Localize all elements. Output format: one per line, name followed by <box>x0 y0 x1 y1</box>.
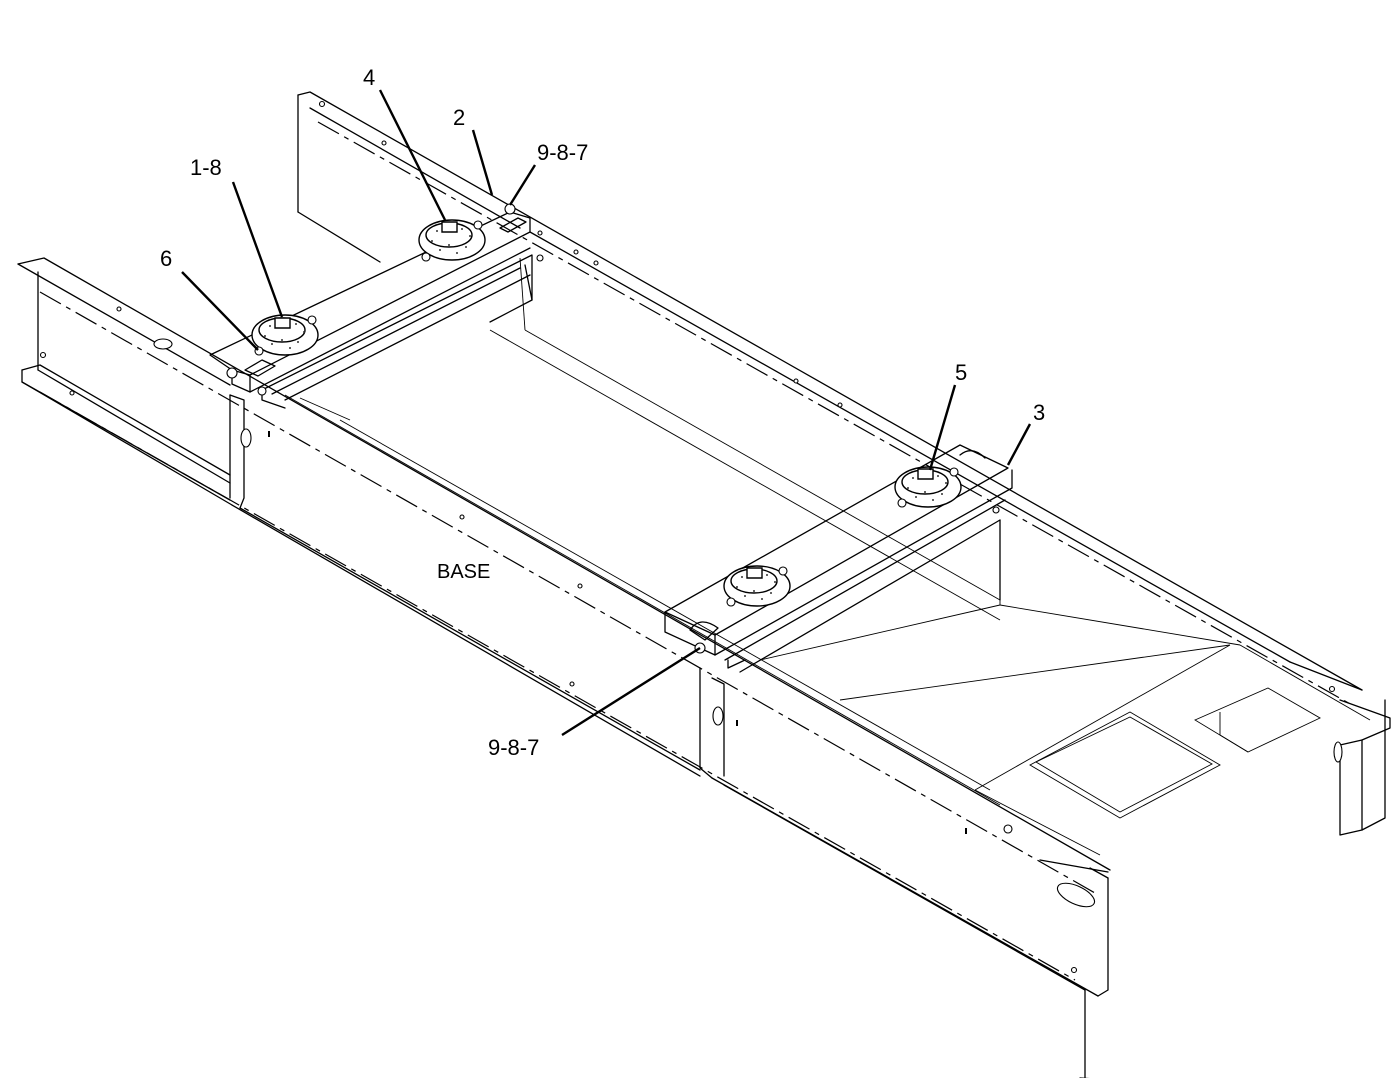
mount-rail-upper <box>209 203 544 409</box>
leader-4 <box>378 89 447 221</box>
leader-5 <box>928 384 957 471</box>
rear-side-rail <box>297 91 1363 706</box>
mount-rail-lower <box>664 444 1013 673</box>
callout-2: 2 <box>453 105 465 130</box>
base-floor <box>284 257 1391 856</box>
isolator-mount-left-b <box>418 219 486 262</box>
callout-4: 4 <box>363 65 375 90</box>
leader-2 <box>471 129 494 196</box>
front-side-rail <box>17 257 1111 1078</box>
callout-3: 3 <box>1033 400 1045 425</box>
callout-6: 6 <box>160 246 172 271</box>
callout-1-8: 1-8 <box>190 155 222 180</box>
isolator-mount-right-b <box>723 565 791 607</box>
leader-6 <box>181 271 259 351</box>
callout-9-8-7-bottom: 9-8-7 <box>488 735 539 760</box>
callouts: 1-8 4 2 9-8-7 6 5 3 9-8-7 BASE <box>160 65 1045 760</box>
callout-9-8-7-top: 9-8-7 <box>537 140 588 165</box>
base-label: BASE <box>437 561 490 583</box>
leader-lines <box>181 89 1032 737</box>
leader-1-8 <box>231 181 284 318</box>
leader-3 <box>1006 423 1032 466</box>
isolator-mount-left-a <box>251 314 319 356</box>
callout-5: 5 <box>955 360 967 385</box>
leader-9-8-7-bottom <box>561 646 701 737</box>
leader-9-8-7-top <box>508 164 537 206</box>
isolator-mount-right-a <box>894 466 962 508</box>
